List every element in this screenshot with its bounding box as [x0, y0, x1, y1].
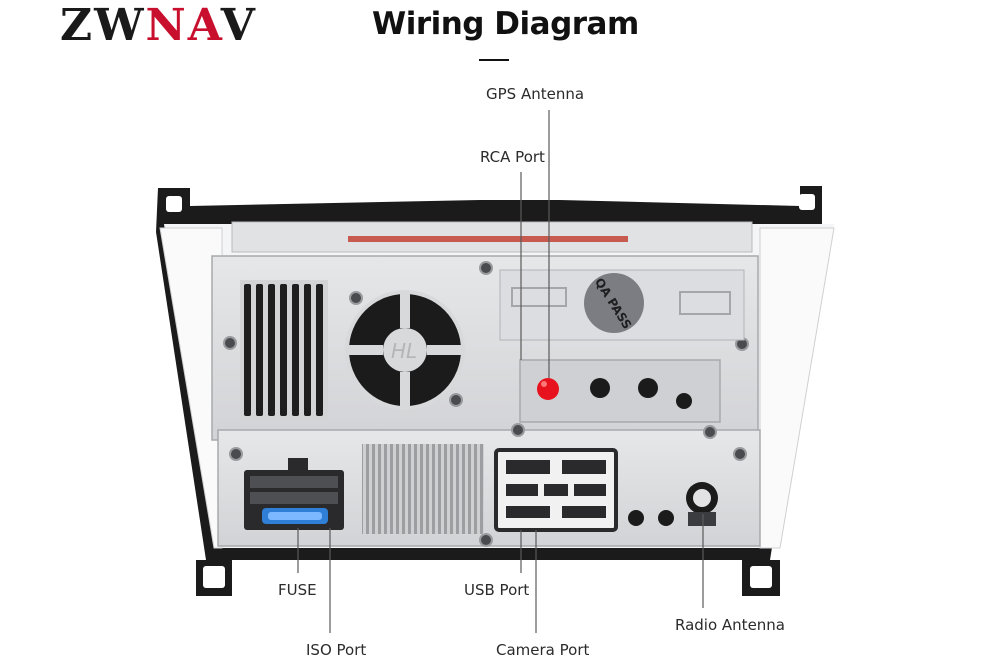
label-rca-port: RCA Port: [480, 148, 545, 166]
page-title: Wiring Diagram: [372, 6, 639, 42]
logo-text-dark-2: V: [220, 0, 257, 51]
multi-pin-connector: [494, 448, 618, 532]
label-radio-antenna: Radio Antenna: [675, 616, 786, 634]
gps-connector: [537, 378, 559, 400]
heat-sink: [362, 444, 484, 534]
vent-slots: [240, 280, 328, 420]
label-iso-port: ISO Port: [306, 641, 367, 659]
label-usb-port: USB Port: [464, 581, 530, 599]
logo-text-dark-1: ZW: [60, 0, 146, 51]
logo-text-red: NA: [145, 0, 221, 51]
fan-logo-text: HL: [391, 339, 417, 363]
iso-connector: [244, 458, 344, 530]
label-fuse: FUSE: [278, 581, 317, 599]
qa-pass-sticker: QA PASS: [584, 273, 644, 333]
title-underline: [479, 59, 509, 61]
cooling-fan: HL: [345, 290, 465, 410]
label-camera-port: Camera Port: [496, 641, 590, 659]
leader-lines: [297, 110, 704, 633]
label-gps-antenna: GPS Antenna: [486, 85, 585, 103]
brand-logo: ZWNAV: [60, 4, 257, 48]
